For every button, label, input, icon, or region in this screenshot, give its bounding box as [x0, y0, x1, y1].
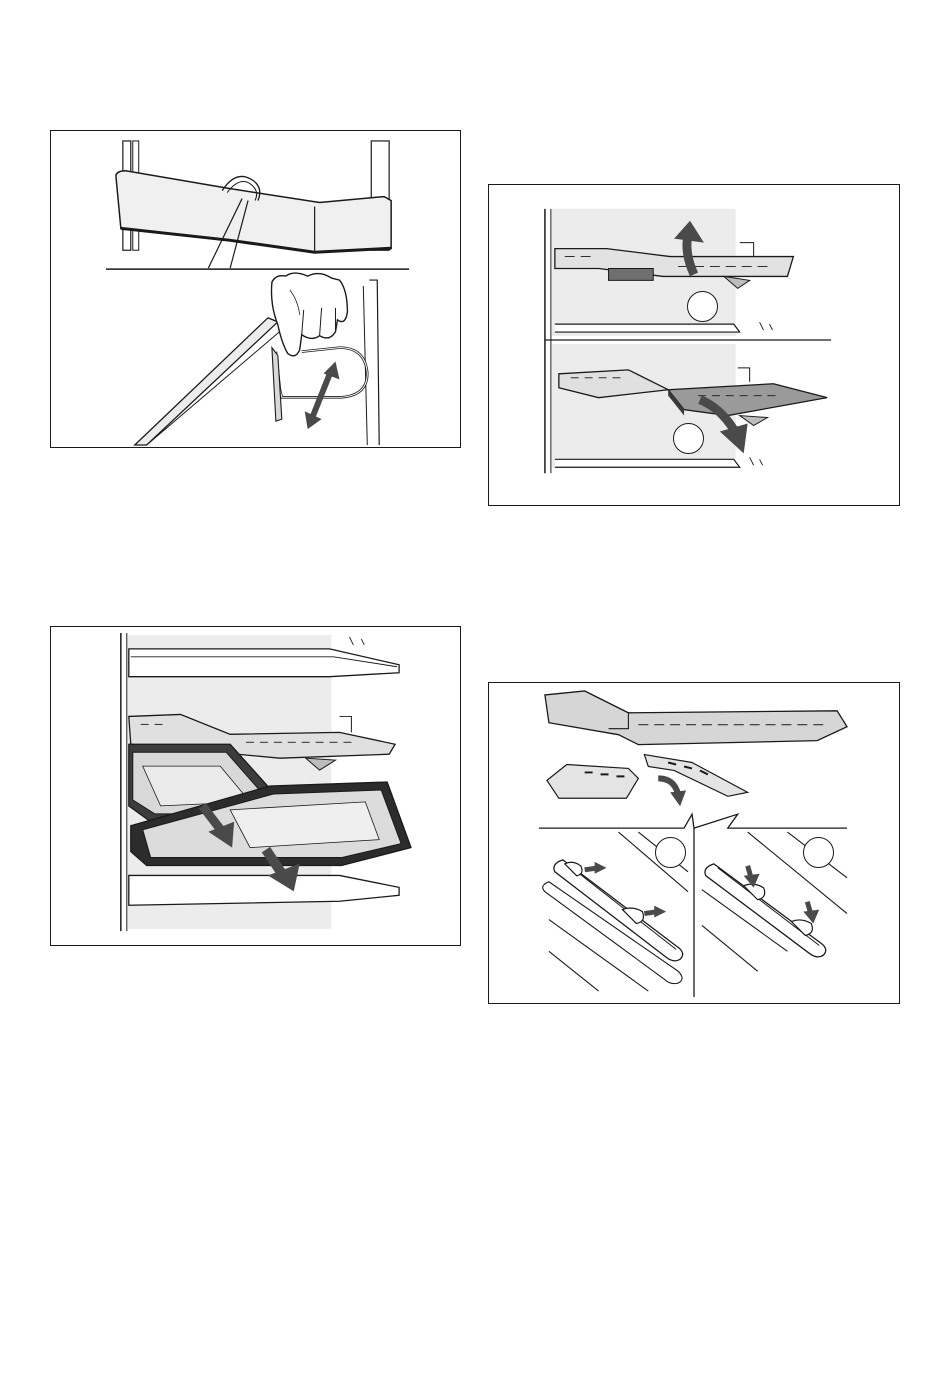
- shelf-clip-illustration: [489, 683, 899, 1003]
- pan-removal-illustration: [51, 627, 460, 945]
- callout-1: [655, 837, 686, 868]
- double-arrow-icon: [305, 362, 340, 430]
- figure-shelf-lift-lower: [488, 184, 900, 506]
- callout-2: [673, 423, 704, 454]
- figure-pan-removal: [50, 626, 461, 946]
- figure-door-bar-handle: [50, 130, 461, 448]
- figure-shelf-clip-fitting: [488, 682, 900, 1004]
- curved-arrow-icon: [658, 778, 686, 806]
- callout-2: [803, 837, 834, 868]
- callout-1: [687, 291, 718, 322]
- door-bar-illustration: [51, 131, 460, 447]
- shelf-lift-illustration: [489, 185, 899, 505]
